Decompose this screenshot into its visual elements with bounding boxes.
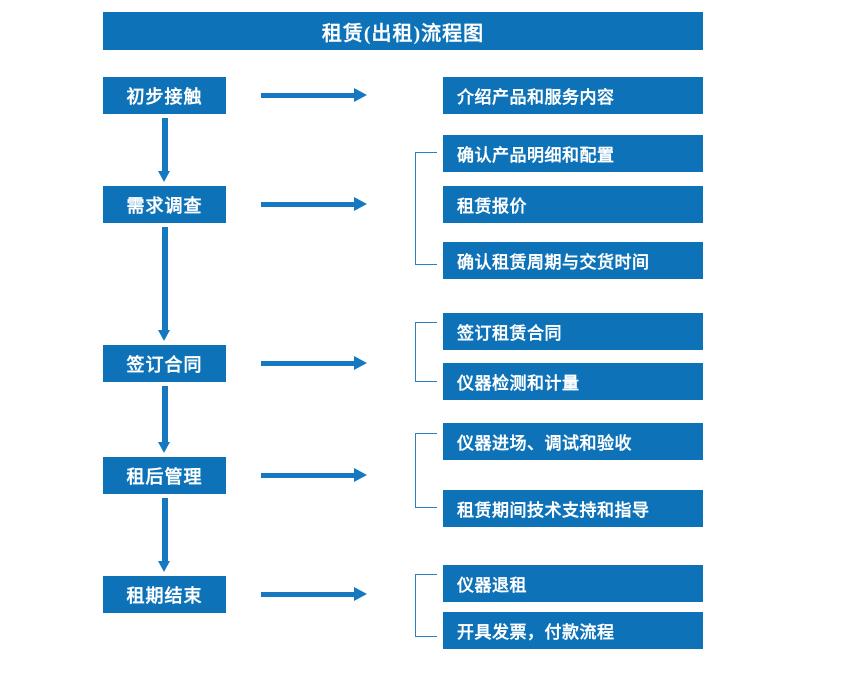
detail-box-5[interactable]: 签订租赁合同 — [443, 313, 703, 350]
stage-box-2[interactable]: 需求调查 — [103, 186, 226, 223]
detail-box-4[interactable]: 确认租赁周期与交货时间 — [443, 242, 703, 279]
page-title: 租赁(出租)流程图 — [103, 12, 703, 50]
group-bracket-4 — [415, 433, 437, 508]
group-bracket-5 — [415, 574, 437, 637]
stage-box-3[interactable]: 签订合同 — [103, 345, 226, 382]
detail-box-6[interactable]: 仪器检测和计量 — [443, 363, 703, 400]
arrow-stem — [261, 592, 356, 597]
stage-box-4[interactable]: 租后管理 — [103, 457, 226, 494]
arrow-stem — [261, 473, 356, 478]
arrow-stem — [161, 498, 168, 561]
arrow-head — [354, 197, 367, 211]
arrow-stem — [161, 118, 168, 171]
detail-box-1[interactable]: 介绍产品和服务内容 — [443, 77, 703, 114]
detail-box-3[interactable]: 租赁报价 — [443, 186, 703, 223]
arrow-head — [354, 356, 367, 370]
down-arrow-1-2 — [158, 118, 171, 182]
arrow-stem — [261, 202, 356, 207]
down-arrow-4-5 — [158, 498, 171, 572]
arrow-stem — [261, 93, 356, 98]
arrow-head — [158, 561, 170, 572]
right-arrow-stage-5 — [261, 587, 367, 601]
group-bracket-3 — [415, 322, 437, 382]
stage-box-1[interactable]: 初步接触 — [103, 77, 226, 114]
arrow-head — [158, 442, 170, 453]
right-arrow-stage-1 — [261, 88, 367, 102]
arrow-stem — [261, 361, 356, 366]
right-arrow-stage-4 — [261, 468, 367, 482]
detail-box-10[interactable]: 开具发票，付款流程 — [443, 612, 703, 649]
arrow-head — [354, 88, 367, 102]
arrow-head — [158, 171, 170, 182]
detail-box-8[interactable]: 租赁期间技术支持和指导 — [443, 490, 703, 527]
stage-box-5[interactable]: 租期结束 — [103, 576, 226, 613]
arrow-stem — [161, 227, 168, 330]
detail-box-9[interactable]: 仪器退租 — [443, 565, 703, 602]
down-arrow-2-3 — [158, 227, 171, 341]
group-bracket-2 — [415, 152, 437, 265]
arrow-head — [354, 587, 367, 601]
right-arrow-stage-2 — [261, 197, 367, 211]
arrow-head — [354, 468, 367, 482]
down-arrow-3-4 — [158, 386, 171, 453]
detail-box-2[interactable]: 确认产品明细和配置 — [443, 135, 703, 172]
detail-box-7[interactable]: 仪器进场、调试和验收 — [443, 423, 703, 460]
arrow-stem — [161, 386, 168, 442]
arrow-head — [158, 330, 170, 341]
right-arrow-stage-3 — [261, 356, 367, 370]
